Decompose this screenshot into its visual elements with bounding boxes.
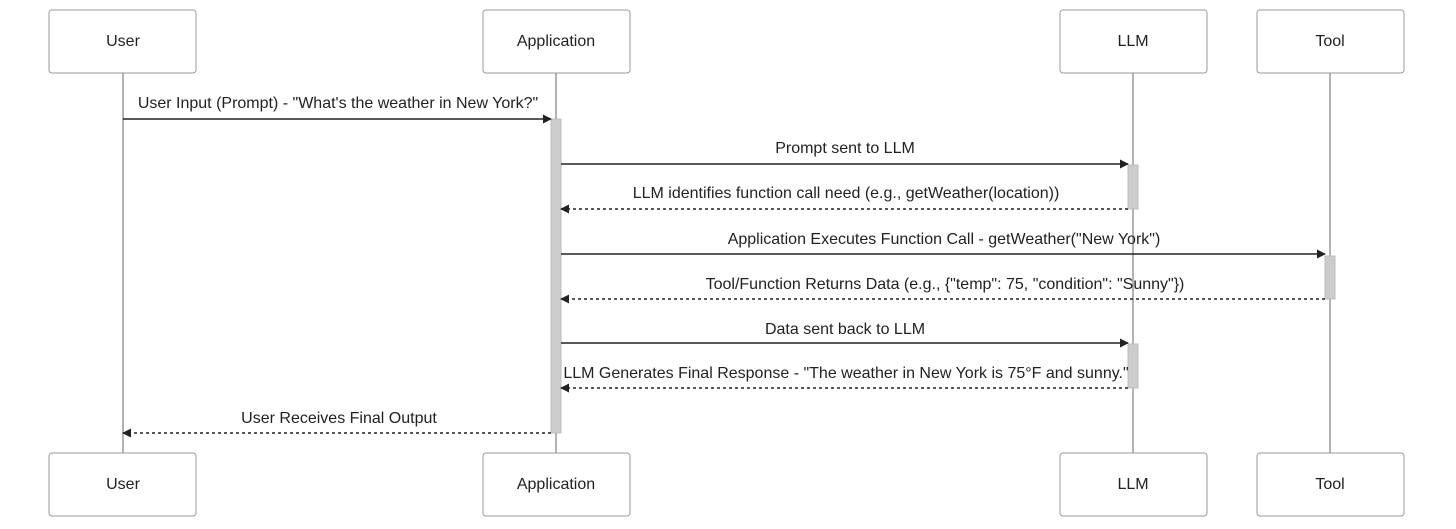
lifelines [122,73,1331,453]
participant-box [1059,452,1208,517]
participant-llm-top: LLM [1059,9,1208,74]
message-execute-function: Application Executes Function Call - get… [561,231,1326,259]
participant-box [1256,452,1405,517]
participant-application-top: Application [482,9,631,74]
participant-box [1256,9,1405,74]
participant-box [482,452,631,517]
message-prompt-to-llm: Prompt sent to LLM [561,140,1129,169]
participant-tool-top: Tool [1256,9,1405,74]
activation-llm-1 [1127,164,1139,210]
activation-application [550,118,562,434]
activation-llm-2 [1127,343,1139,389]
participant-label: Application [517,476,595,493]
activation-tool [1324,255,1336,300]
participant-box [1059,9,1208,74]
participant-label: User [106,33,140,50]
message-label: LLM identifies function call need (e.g.,… [633,185,1060,202]
participants-top: User Application LLM Tool [48,9,1405,74]
participants-bottom: User Application LLM Tool [48,452,1405,517]
participant-label: LLM [1117,33,1148,50]
message-tool-returns-data: Tool/Function Returns Data (e.g., {"temp… [560,276,1325,304]
message-label: LLM Generates Final Response - "The weat… [563,365,1128,382]
message-llm-identifies-call: LLM identifies function call need (e.g.,… [560,185,1128,214]
participant-llm-bottom: LLM [1059,452,1208,517]
activation-bars [550,118,1336,434]
message-user-receives-output: User Receives Final Output [122,410,551,438]
message-user-input: User Input (Prompt) - "What's the weathe… [123,95,552,124]
message-label: User Receives Final Output [241,410,437,427]
participant-application-bottom: Application [482,452,631,517]
participant-label: Tool [1315,476,1344,493]
message-data-back-to-llm: Data sent back to LLM [561,321,1129,348]
participant-user-top: User [48,9,197,74]
message-label: Prompt sent to LLM [775,140,915,157]
message-label: Tool/Function Returns Data (e.g., {"temp… [706,276,1185,293]
message-label: Data sent back to LLM [765,321,925,338]
messages: User Input (Prompt) - "What's the weathe… [122,95,1326,438]
participant-box [48,9,197,74]
message-llm-final-response: LLM Generates Final Response - "The weat… [560,365,1129,393]
participant-label: Application [517,33,595,50]
participant-label: Tool [1315,33,1344,50]
participant-user-bottom: User [48,452,197,517]
participant-box [48,452,197,517]
participant-tool-bottom: Tool [1256,452,1405,517]
message-label: User Input (Prompt) - "What's the weathe… [138,95,538,112]
participant-label: LLM [1117,476,1148,493]
message-label: Application Executes Function Call - get… [728,231,1161,248]
participant-box [482,9,631,74]
participant-label: User [106,476,140,493]
